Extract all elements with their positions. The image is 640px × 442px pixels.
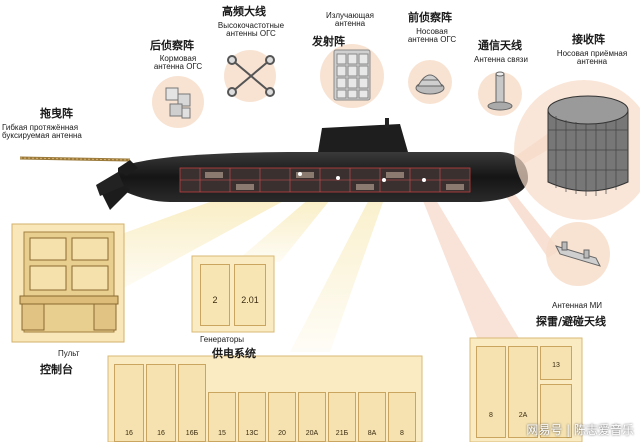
power-unit: 13С: [238, 392, 266, 442]
emit-array-icon: [333, 49, 371, 101]
watermark: 网易号 | 陈志爱音乐: [526, 423, 634, 437]
towed-title: 拖曳阵: [40, 107, 73, 120]
power-unit: 8: [388, 392, 416, 442]
console-icon: [19, 231, 119, 333]
towed-cable: [19, 156, 131, 162]
right-unit: 8: [476, 346, 506, 438]
beam-mine: [500, 186, 560, 258]
receive-title: 接收阵: [572, 33, 605, 46]
bow-array-title: 前侦察阵: [408, 11, 452, 24]
generator-unit: 2: [200, 264, 230, 326]
mine-title: 探雷/避碰天线: [536, 315, 607, 328]
stern-array-subtitle: Кормовая антенна ОГС: [153, 54, 203, 72]
mine-subtitle: Антенная МИ: [552, 301, 603, 310]
power-unit: 16Б: [178, 364, 206, 442]
generator-unit: 2.01: [234, 264, 266, 326]
right-unit: 2А: [508, 346, 538, 438]
bow-array-icon: [415, 74, 445, 95]
emit-title: 发射阵: [312, 35, 345, 48]
beam-power: [290, 186, 388, 352]
power-title: 供电系统: [212, 347, 256, 360]
stern-array-title: 后侦察阵: [150, 39, 194, 52]
sail: [318, 124, 408, 152]
power-unit: 8А: [358, 392, 386, 442]
receive-subtitle: Носовая приёмная антенна: [556, 49, 628, 67]
receive-array-icon: [547, 95, 629, 196]
console-subtitle: Пульт: [58, 349, 80, 358]
power-unit: 21Б: [328, 392, 356, 442]
mine-antenna-icon: [555, 241, 601, 267]
hf-array-subtitle: Высокочастотные антенны ОГС: [217, 21, 285, 39]
rudder-upper: [118, 160, 138, 176]
comm-subtitle: Антенна связи: [474, 55, 528, 64]
power-unit: 15: [208, 392, 236, 442]
bow-array-subtitle: Носовая антенна ОГС: [407, 27, 457, 45]
beam-generators: [240, 185, 338, 262]
stern-array-icon: [165, 87, 191, 119]
hf-array-icon: [227, 55, 275, 97]
power-unit: 20А: [298, 392, 326, 442]
right-unit-blank: [540, 384, 572, 438]
emit-subtitle: Излучающая антенна: [326, 11, 374, 29]
power-unit: 20: [268, 392, 296, 442]
hf-array-title: 高频大线: [222, 5, 266, 18]
right-unit: 13: [540, 346, 572, 380]
power-unit: 16: [114, 364, 144, 442]
towed-subtitle: Гибкая протяжённая буксируемая антенна: [2, 123, 82, 141]
beam-right: [418, 188, 520, 345]
power-unit: 16: [146, 364, 176, 442]
comm-antenna-icon: [487, 71, 513, 111]
comm-title: 通信天线: [478, 39, 522, 52]
generators-subtitle: Генераторы: [200, 335, 245, 344]
console-title: 控制台: [40, 363, 73, 376]
